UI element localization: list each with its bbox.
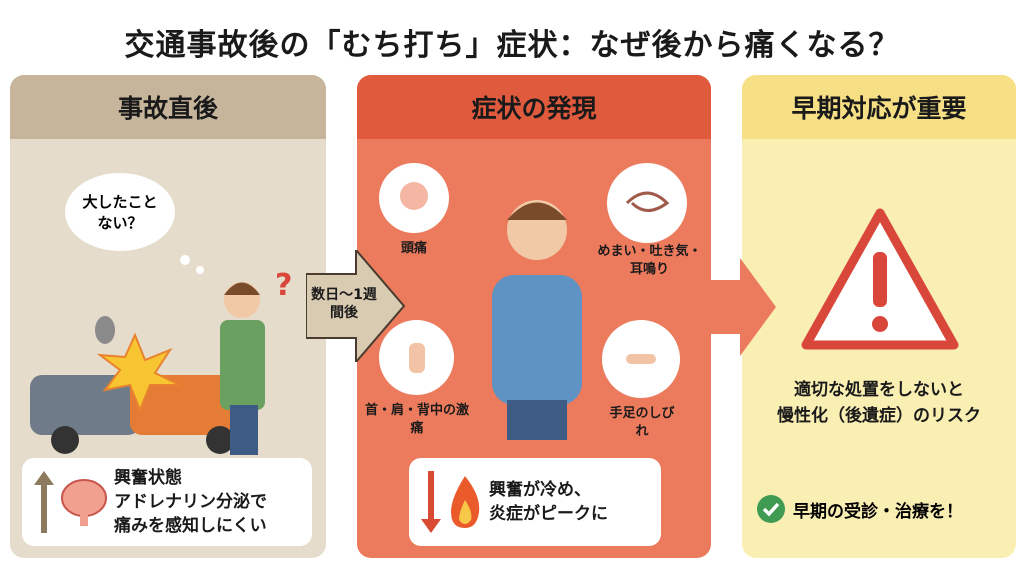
- man-in-pain-illustration: [492, 200, 582, 440]
- neck-pain-icon: [379, 320, 454, 395]
- thought-bubble: 大したことない？: [65, 173, 175, 251]
- next-arrow: [700, 258, 776, 356]
- symptom-numbness: 手足のしびれ: [609, 406, 675, 439]
- page-title: 交通事故後の「むち打ち」症状：なぜ後から痛くなる？: [124, 28, 900, 63]
- inflammation-box: 興奮が冷め、 炎症がピークに: [409, 458, 661, 546]
- time-arrow: [306, 250, 406, 362]
- warning-line: 適切な処置をしないと: [794, 380, 964, 400]
- panel-heading: 事故直後: [10, 75, 326, 139]
- check-circle-icon: [757, 495, 785, 523]
- cta-text: 早期の受診・治療を！: [793, 501, 963, 522]
- panel-immediately-after: 事故直後 大したことない？ ? 興奮状態 アドレナリン分泌で 痛みを感知しにくい: [10, 75, 326, 558]
- svg-text:?: ?: [275, 268, 292, 303]
- box-text: 興奮が冷め、: [489, 480, 591, 500]
- box-text: 炎症がピークに: [489, 504, 608, 524]
- symptom-neck-pain: 首・肩・背中の激痛: [364, 403, 469, 436]
- thought-text: 大したことない？: [82, 193, 158, 232]
- symptom-dizziness: めまい・吐き気・耳鳴り: [597, 244, 702, 277]
- panel-heading: 症状の発現: [357, 75, 711, 139]
- symptom-headache: 頭痛: [400, 241, 427, 256]
- box-title: 興奮状態: [114, 468, 182, 488]
- box-text: 痛みを感知しにくい: [114, 516, 267, 536]
- dizziness-icon: [607, 163, 687, 243]
- up-arrow-icon: [34, 471, 54, 533]
- panel-heading: 早期対応が重要: [742, 75, 1016, 139]
- brain-icon: [61, 479, 107, 526]
- headache-icon: [379, 163, 449, 233]
- warning-text: 適切な処置をしないと 慢性化（後遺症）のリスク: [742, 377, 1016, 429]
- down-arrow-icon: [421, 471, 441, 533]
- time-label: 数日〜1週間後: [311, 287, 377, 321]
- car-crash-illustration: ?: [30, 255, 292, 455]
- numbness-icon: [602, 320, 680, 398]
- box-text: アドレナリン分泌で: [114, 492, 267, 512]
- fire-icon: [451, 476, 480, 528]
- panel-early-response: 早期対応が重要 適切な処置をしないと 慢性化（後遺症）のリスク 早期の受診・治療…: [742, 75, 1016, 558]
- cta: 早期の受診・治療を！: [757, 495, 963, 523]
- panel-symptom-onset: 症状の発現 頭痛 めまい・吐き気・耳鳴り 首・肩・背中の激痛 手足のしびれ 興奮…: [357, 75, 711, 558]
- warning-icon: [801, 208, 959, 350]
- warning-line: 慢性化（後遺症）のリスク: [777, 406, 981, 426]
- excitement-box: 興奮状態 アドレナリン分泌で 痛みを感知しにくい: [22, 458, 312, 546]
